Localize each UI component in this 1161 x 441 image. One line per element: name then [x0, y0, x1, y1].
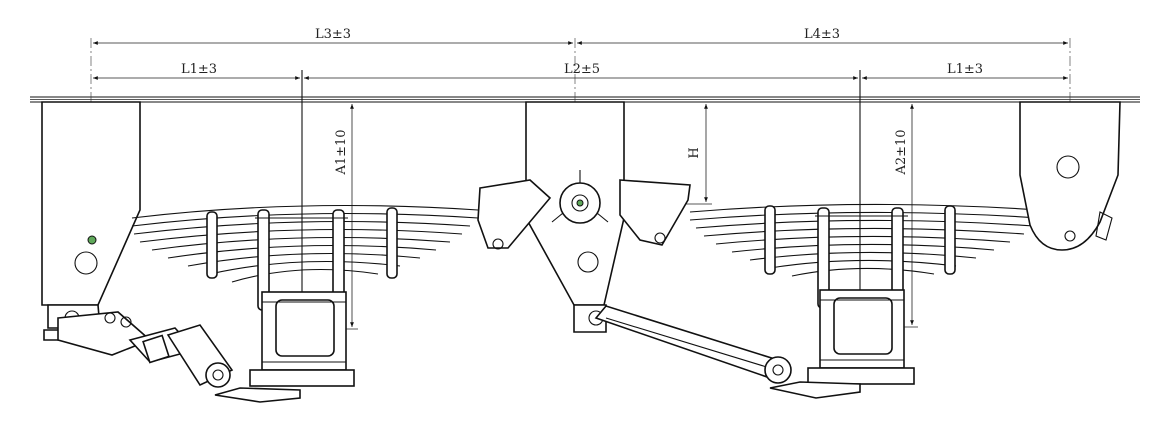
- left-axle-seat: [249, 291, 355, 387]
- dimension-label-l3: L3±3: [315, 27, 351, 42]
- dimension-label-a2: A2±10: [894, 129, 909, 175]
- left-spring-clips: [206, 207, 398, 279]
- left-adjustable-torque-rod: [57, 311, 301, 403]
- right-leaf-spring: [689, 203, 1041, 277]
- center-equalizer-hanger: [477, 101, 691, 333]
- dimension-l2: L2±5: [304, 62, 858, 80]
- grease-nipple-icon: [87, 235, 97, 245]
- right-axle-seat: [807, 289, 915, 385]
- dimension-label-l4: L4±3: [804, 27, 840, 42]
- dimension-l1-left: L1±3: [93, 62, 300, 80]
- right-spring-clips: [764, 205, 956, 275]
- dimension-l1-right: L1±3: [862, 62, 1068, 80]
- dimension-label-h: H: [687, 147, 702, 158]
- dimension-label-l2: L2±5: [564, 62, 600, 77]
- dimension-l3: L3±3: [93, 27, 573, 45]
- dimension-label-l1-right: L1±3: [947, 62, 983, 77]
- dimension-label-l1-left: L1±3: [181, 62, 217, 77]
- dimension-l4: L4±3: [577, 27, 1068, 45]
- rear-spring-hanger: [1019, 101, 1121, 251]
- front-spring-hanger: [41, 101, 141, 341]
- right-fixed-torque-rod: [594, 305, 861, 399]
- dimension-label-a1: A1±10: [334, 129, 349, 175]
- left-u-bolts: [255, 209, 348, 311]
- left-leaf-spring: [131, 204, 479, 283]
- grease-nipple-icon: [576, 199, 584, 207]
- right-u-bolts: [815, 207, 908, 309]
